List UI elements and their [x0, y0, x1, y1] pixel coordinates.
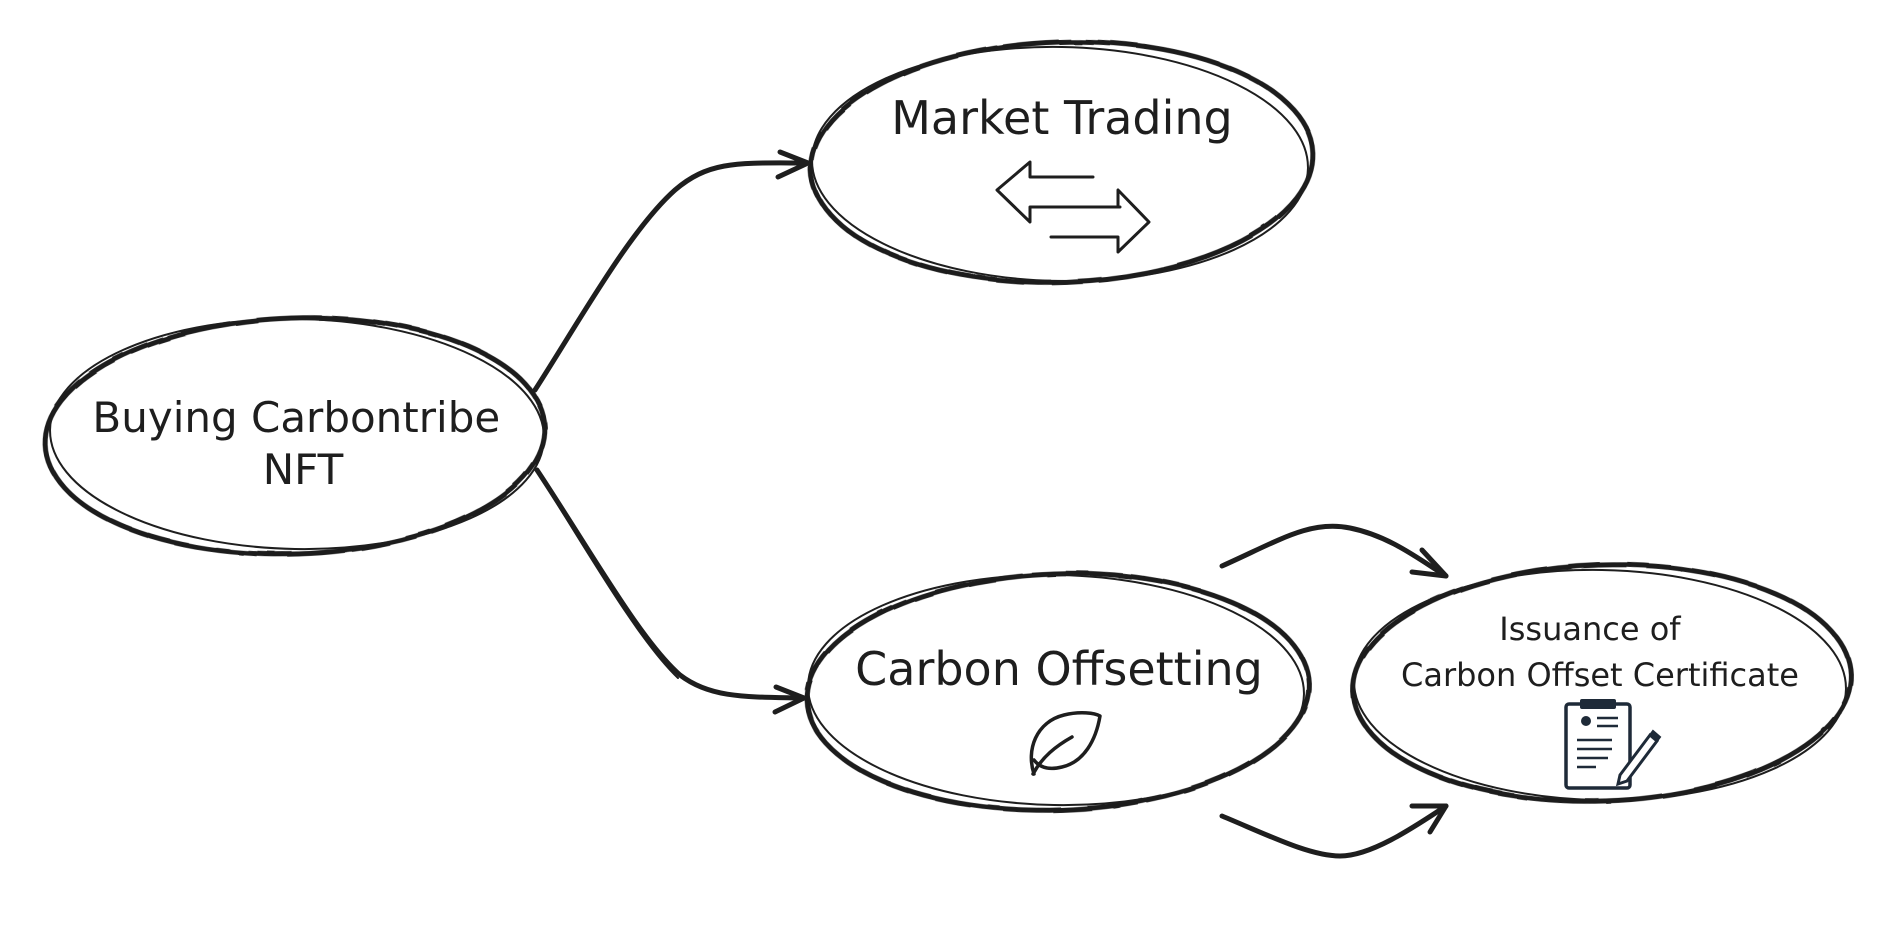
node-buying[interactable]: Buying Carbontribe NFT	[41, 309, 549, 562]
node-market-trading[interactable]: Market Trading	[807, 33, 1317, 290]
svg-text:Issuance of Carbon Offse: Issuance of Carbon Offset Certificate	[1401, 610, 1799, 694]
edge-buying-to-market	[532, 149, 811, 393]
leaf-icon	[1029, 711, 1102, 776]
node-carbon-offsetting-label: Carbon Offsetting	[855, 642, 1263, 696]
exchange-arrows-icon	[995, 160, 1151, 254]
node-buying-line-2: NFT	[263, 445, 344, 494]
edge-offsetting-to-certificate-bottom	[1219, 803, 1449, 859]
node-certificate-line-2: Carbon Offset Certificate	[1401, 656, 1799, 694]
svg-text:Market Trading: Market Trading	[891, 91, 1233, 145]
svg-text:Carbon Offsetting: Carbon Offsetting	[855, 642, 1263, 696]
svg-text:Buying Carbontribe NFT: Buying Carbontribe NFT	[92, 393, 513, 494]
certificate-clipboard-icon	[1564, 699, 1662, 790]
edge-offsetting-to-certificate-top	[1219, 523, 1449, 579]
node-market-trading-label: Market Trading	[891, 91, 1233, 145]
node-carbon-offsetting[interactable]: Carbon Offsetting	[803, 565, 1313, 818]
node-buying-line-1: Buying Carbontribe	[92, 393, 500, 442]
edge-buying-to-offsetting	[534, 467, 807, 715]
node-certificate[interactable]: Issuance of Carbon Offset Certificate	[1349, 556, 1855, 809]
node-certificate-line-1: Issuance of	[1499, 610, 1681, 648]
